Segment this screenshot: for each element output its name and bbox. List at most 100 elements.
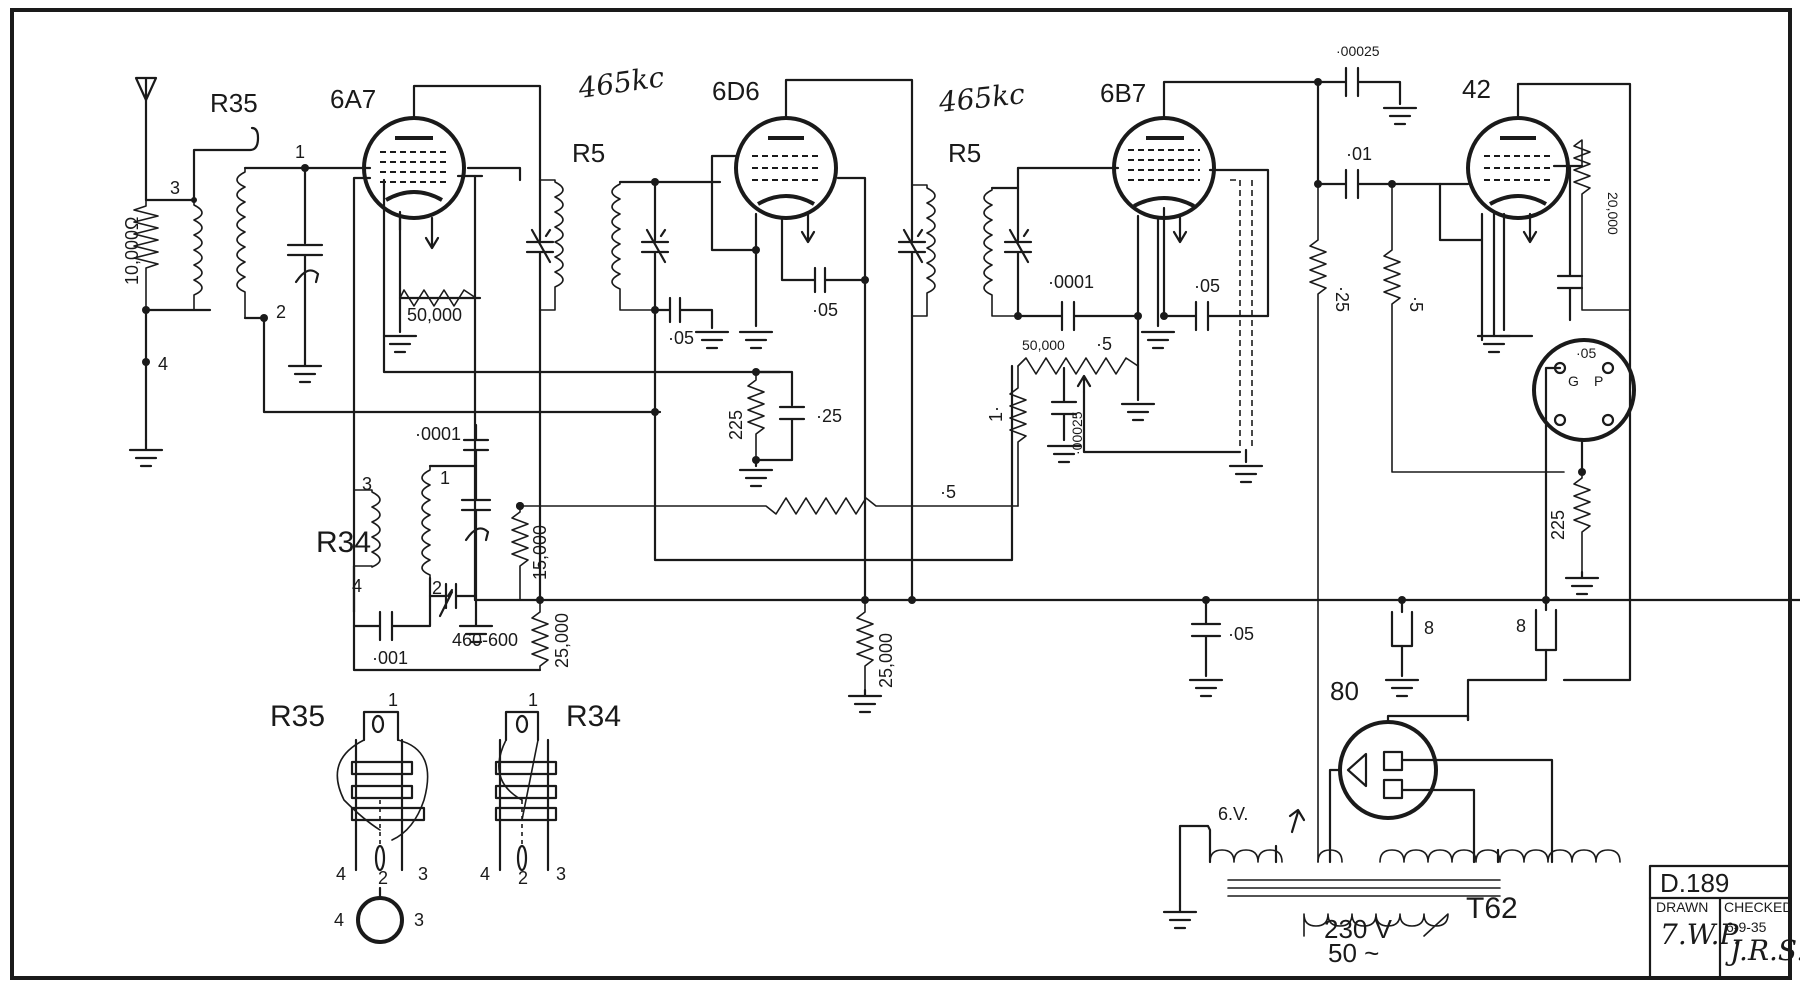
svg-text:25,000: 25,000 <box>552 613 572 668</box>
ground-icon <box>128 438 164 468</box>
tube-6a7: 6A7 50,000 <box>330 84 782 614</box>
svg-text:2: 2 <box>432 578 442 598</box>
svg-text:DRAWN: DRAWN <box>1656 899 1708 915</box>
tube-label-42: 42 <box>1462 74 1491 104</box>
transformer-label-t62: T62 <box>1466 892 1518 925</box>
svg-text:·5: ·5 <box>1406 296 1426 312</box>
if-frequency-note-1: 465kc <box>575 60 666 105</box>
drawing-number: D.189 <box>1660 868 1729 898</box>
tube-42: 42 ·05 20,000 <box>1438 74 1632 361</box>
resistor-25000-2 <box>856 599 874 691</box>
svg-text:225: 225 <box>1548 510 1568 540</box>
svg-text:·0001: ·0001 <box>1048 272 1094 292</box>
svg-text:4: 4 <box>352 576 362 596</box>
tube-label-80: 80 <box>1330 676 1359 706</box>
ground-icon <box>382 334 418 354</box>
socket-circle <box>1532 338 1636 442</box>
tube-label-6b7: 6B7 <box>1100 78 1146 108</box>
capacitor-25 <box>754 370 806 462</box>
svg-text:1: 1 <box>528 690 538 710</box>
svg-text:50,000: 50,000 <box>407 305 462 325</box>
capacitor-05-1 <box>653 296 714 330</box>
coupling-components: ·00025 ·01 ·25 ·5 <box>1309 43 1565 863</box>
wiper-arrow-icon <box>1076 374 1092 394</box>
svg-text:G: G <box>1568 373 1579 389</box>
svg-text:·01: ·01 <box>1346 144 1372 164</box>
svg-text:·00025: ·00025 <box>1336 43 1380 59</box>
svg-text:·25: ·25 <box>1332 286 1352 312</box>
ground-icon <box>847 688 883 714</box>
ground-icon <box>458 618 494 644</box>
svg-text:·00025: ·00025 <box>1069 411 1085 455</box>
coil-label-r5-1: R5 <box>572 138 605 168</box>
svg-text:4: 4 <box>480 864 490 884</box>
filament-winding <box>1209 849 1283 863</box>
capacitor-05-2 <box>780 216 867 602</box>
svg-text:R34: R34 <box>566 700 621 733</box>
svg-text:·05: ·05 <box>812 300 838 320</box>
if-frequency-note-2: 465kc <box>936 77 1026 119</box>
svg-text:2: 2 <box>518 868 528 888</box>
ground-icon <box>1384 678 1420 698</box>
capacitor-05-filter <box>1190 598 1222 678</box>
svg-text:15,000: 15,000 <box>530 525 550 580</box>
ground-icon <box>287 358 323 384</box>
svg-text:·05: ·05 <box>1194 276 1220 296</box>
resistor-225-b <box>1573 471 1591 573</box>
svg-text:2: 2 <box>378 868 388 888</box>
svg-text:4: 4 <box>158 354 168 374</box>
svg-text:3: 3 <box>170 178 180 198</box>
resistor-25000-1 <box>531 599 549 671</box>
svg-text:1·: 1· <box>986 406 1006 422</box>
if-transformer-2: R5 ·0001 <box>897 138 1142 602</box>
svg-text:·5: ·5 <box>1096 334 1112 354</box>
speaker-socket: G P 225 <box>1532 328 1636 682</box>
tube-label-6d6: 6D6 <box>712 76 760 106</box>
capacitor-00025-top <box>1316 66 1402 106</box>
electrolytic-8b <box>1534 598 1558 652</box>
svg-text:1: 1 <box>295 142 305 162</box>
ht-secondary <box>1379 849 1621 863</box>
resistor-20000 <box>1573 139 1631 311</box>
capacitor-01 <box>1316 80 1442 200</box>
svg-text:2: 2 <box>276 302 286 322</box>
title-block: D.189 DRAWN CHECKED 7.W.P. 6-9-35 J.R.S. <box>1648 864 1800 980</box>
coil-label-r35: R35 <box>210 88 258 118</box>
tube-6b7: 6B7 ·05 <box>1100 78 1320 484</box>
tube-6d6: 6D6 ·05 <box>710 76 914 602</box>
power-supply: 80 6.V. 230 V 50 ~ T62 <box>1162 676 1621 968</box>
if-transformer-1: R5 ·05 <box>525 138 1014 602</box>
tuning-capacitor-1 <box>286 166 324 362</box>
resistor-15000 <box>511 505 529 601</box>
osc-grid-resistor <box>399 289 477 307</box>
svg-text:·25: ·25 <box>816 406 842 426</box>
svg-text:·05: ·05 <box>1576 345 1596 361</box>
antenna-icon <box>134 76 158 102</box>
svg-text:50 ~: 50 ~ <box>1328 938 1379 968</box>
variable-cap-arrow-icon <box>294 269 320 284</box>
filament-arrow-icon <box>1274 808 1306 864</box>
capacitor-05-out <box>1556 164 1584 322</box>
svg-text:6.V.: 6.V. <box>1218 804 1248 824</box>
ground-icon <box>1140 330 1176 350</box>
svg-text:460-600: 460-600 <box>452 630 518 650</box>
checked-date: 6-9-35 <box>1726 919 1767 935</box>
svg-text:8: 8 <box>1424 618 1434 638</box>
antenna-coil-secondary <box>236 167 246 319</box>
antenna-section: 10,000Ω 4 3 R35 1 2 <box>122 76 662 468</box>
volume-potentiometer <box>1017 357 1139 375</box>
svg-text:25,000: 25,000 <box>876 633 896 688</box>
resistor-25 <box>1309 183 1327 863</box>
resistor-1meg <box>1009 365 1027 507</box>
svg-text:·001: ·001 <box>372 648 408 668</box>
coil-label-r5-2: R5 <box>948 138 981 168</box>
svg-text:·05: ·05 <box>668 328 694 348</box>
svg-text:1: 1 <box>388 690 398 710</box>
checked-by-initials: J.R.S. <box>1725 934 1800 967</box>
b-plus-line: ·05 8 8 <box>1188 596 1558 722</box>
svg-text:R35: R35 <box>270 700 325 733</box>
ground-icon <box>1564 570 1600 596</box>
mains-primary <box>1303 913 1449 937</box>
ground-icon <box>1228 464 1264 484</box>
drawn-by-initials: 7.W.P. <box>1660 918 1742 951</box>
